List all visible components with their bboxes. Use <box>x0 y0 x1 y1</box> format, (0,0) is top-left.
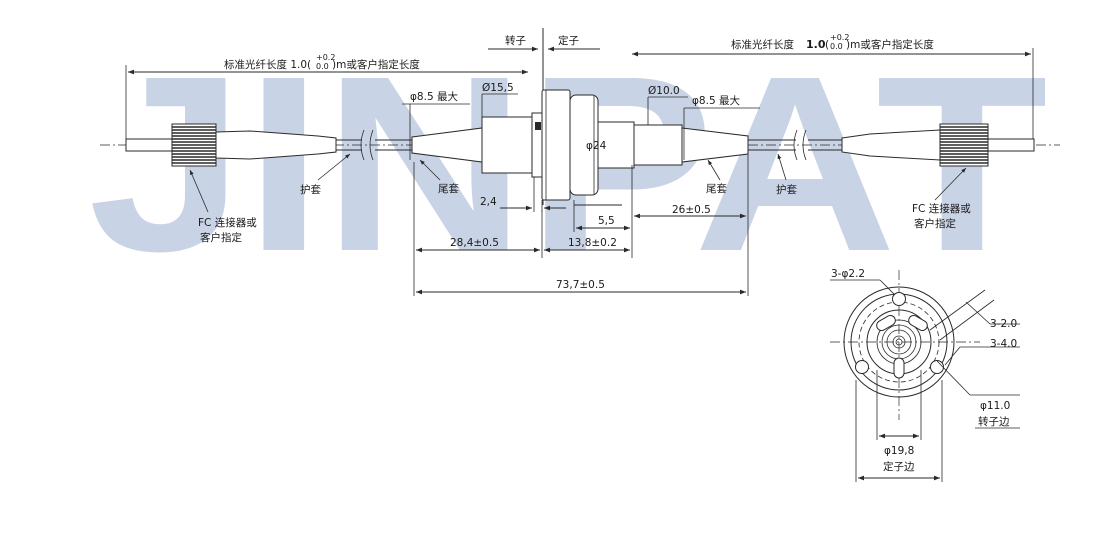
dim-28-4: 28,4±0.5 <box>450 237 499 249</box>
end-view: 3-φ2.2 3-2.0 3-4.0 φ11.0 转子边 φ19,8 定子边 <box>830 268 1020 482</box>
d10-label: Ø10.0 <box>648 85 680 97</box>
dim-5-5: 5,5 <box>598 215 615 227</box>
fc-right-line1: FC 连接器或 <box>912 202 971 215</box>
left-fiber-assembly <box>125 123 412 167</box>
stator-label: 定子 <box>558 34 579 47</box>
tail-left-label: 尾套 <box>438 182 459 195</box>
rotor-label: 转子 <box>505 34 526 47</box>
mount-hole-right <box>930 360 944 374</box>
right-fiber-length-text: 标准光纤长度 <box>731 38 794 51</box>
mount-hole-top <box>892 292 906 306</box>
max-left-label: φ8.5 最大 <box>410 90 458 103</box>
tail-right-label: 尾套 <box>706 182 727 195</box>
left-fiber-length-text: 标准光纤长度 1.0( <box>224 58 311 71</box>
dim-13-8: 13,8±0.2 <box>568 237 617 249</box>
d15-label: Ø15,5 <box>482 82 514 94</box>
fc-left-line1: FC 连接器或 <box>198 216 257 229</box>
stator-shaft <box>633 124 683 166</box>
right-fiber-length-open: ( <box>825 39 829 51</box>
rotor-side-label: 转子边 <box>978 415 1010 428</box>
right-tol-plus: +0.2 <box>830 33 849 42</box>
left-tol-zero: 0.0 <box>316 62 329 71</box>
right-tol-zero: 0.0 <box>830 42 843 51</box>
max-right-label: φ8.5 最大 <box>692 94 740 107</box>
slot-4-label: 3-4.0 <box>990 338 1017 350</box>
left-fiber-length-dimension: 标准光纤长度 1.0( +0.2 0.0 )m或客户指定长度 <box>125 53 528 142</box>
rotor-body <box>481 116 533 174</box>
right-fiber-assembly <box>748 123 1035 167</box>
slot-2-label: 3-2.0 <box>990 318 1017 330</box>
stator-side-label: 定子边 <box>883 460 915 473</box>
dim-73-7: 73,7±0.5 <box>556 279 605 291</box>
d19-label: φ19,8 <box>884 445 914 457</box>
right-fiber-length-dimension: 标准光纤长度 1.0 ( +0.2 0.0 )m或客户指定长度 <box>632 33 1034 142</box>
bottom-dimensions: 2,4 5,5 26±0.5 28,4±0.5 13,8±0.2 73,7±0.… <box>413 154 749 296</box>
left-fiber-length-suffix: )m或客户指定长度 <box>332 58 420 71</box>
dim-2-4: 2,4 <box>480 196 497 208</box>
d24-label: φ24 <box>586 140 607 152</box>
guard-left-label: 护套 <box>300 183 321 196</box>
diameter-callouts: φ8.5 最大 Ø15,5 Ø10.0 φ8.5 最大 φ24 <box>402 82 760 194</box>
holes-label: 3-φ2.2 <box>831 268 865 280</box>
fc-right-line2: 客户指定 <box>914 217 956 230</box>
fc-left-line2: 客户指定 <box>200 231 242 244</box>
left-tol-plus: +0.2 <box>316 53 335 62</box>
dim-26: 26±0.5 <box>672 204 711 216</box>
leader-labels: 尾套 尾套 护套 护套 FC 连接器或 客户指定 FC 连接器或 客户指定 <box>189 153 971 244</box>
right-fiber-length-value: 1.0 <box>806 38 826 51</box>
rotor-ring-dark <box>535 122 541 130</box>
stator-neck <box>597 121 635 169</box>
right-fiber-length-suffix: )m或客户指定长度 <box>846 38 934 51</box>
mount-hole-left <box>855 360 869 374</box>
d11-label: φ11.0 <box>980 400 1010 412</box>
guard-right-label: 护套 <box>776 183 797 196</box>
